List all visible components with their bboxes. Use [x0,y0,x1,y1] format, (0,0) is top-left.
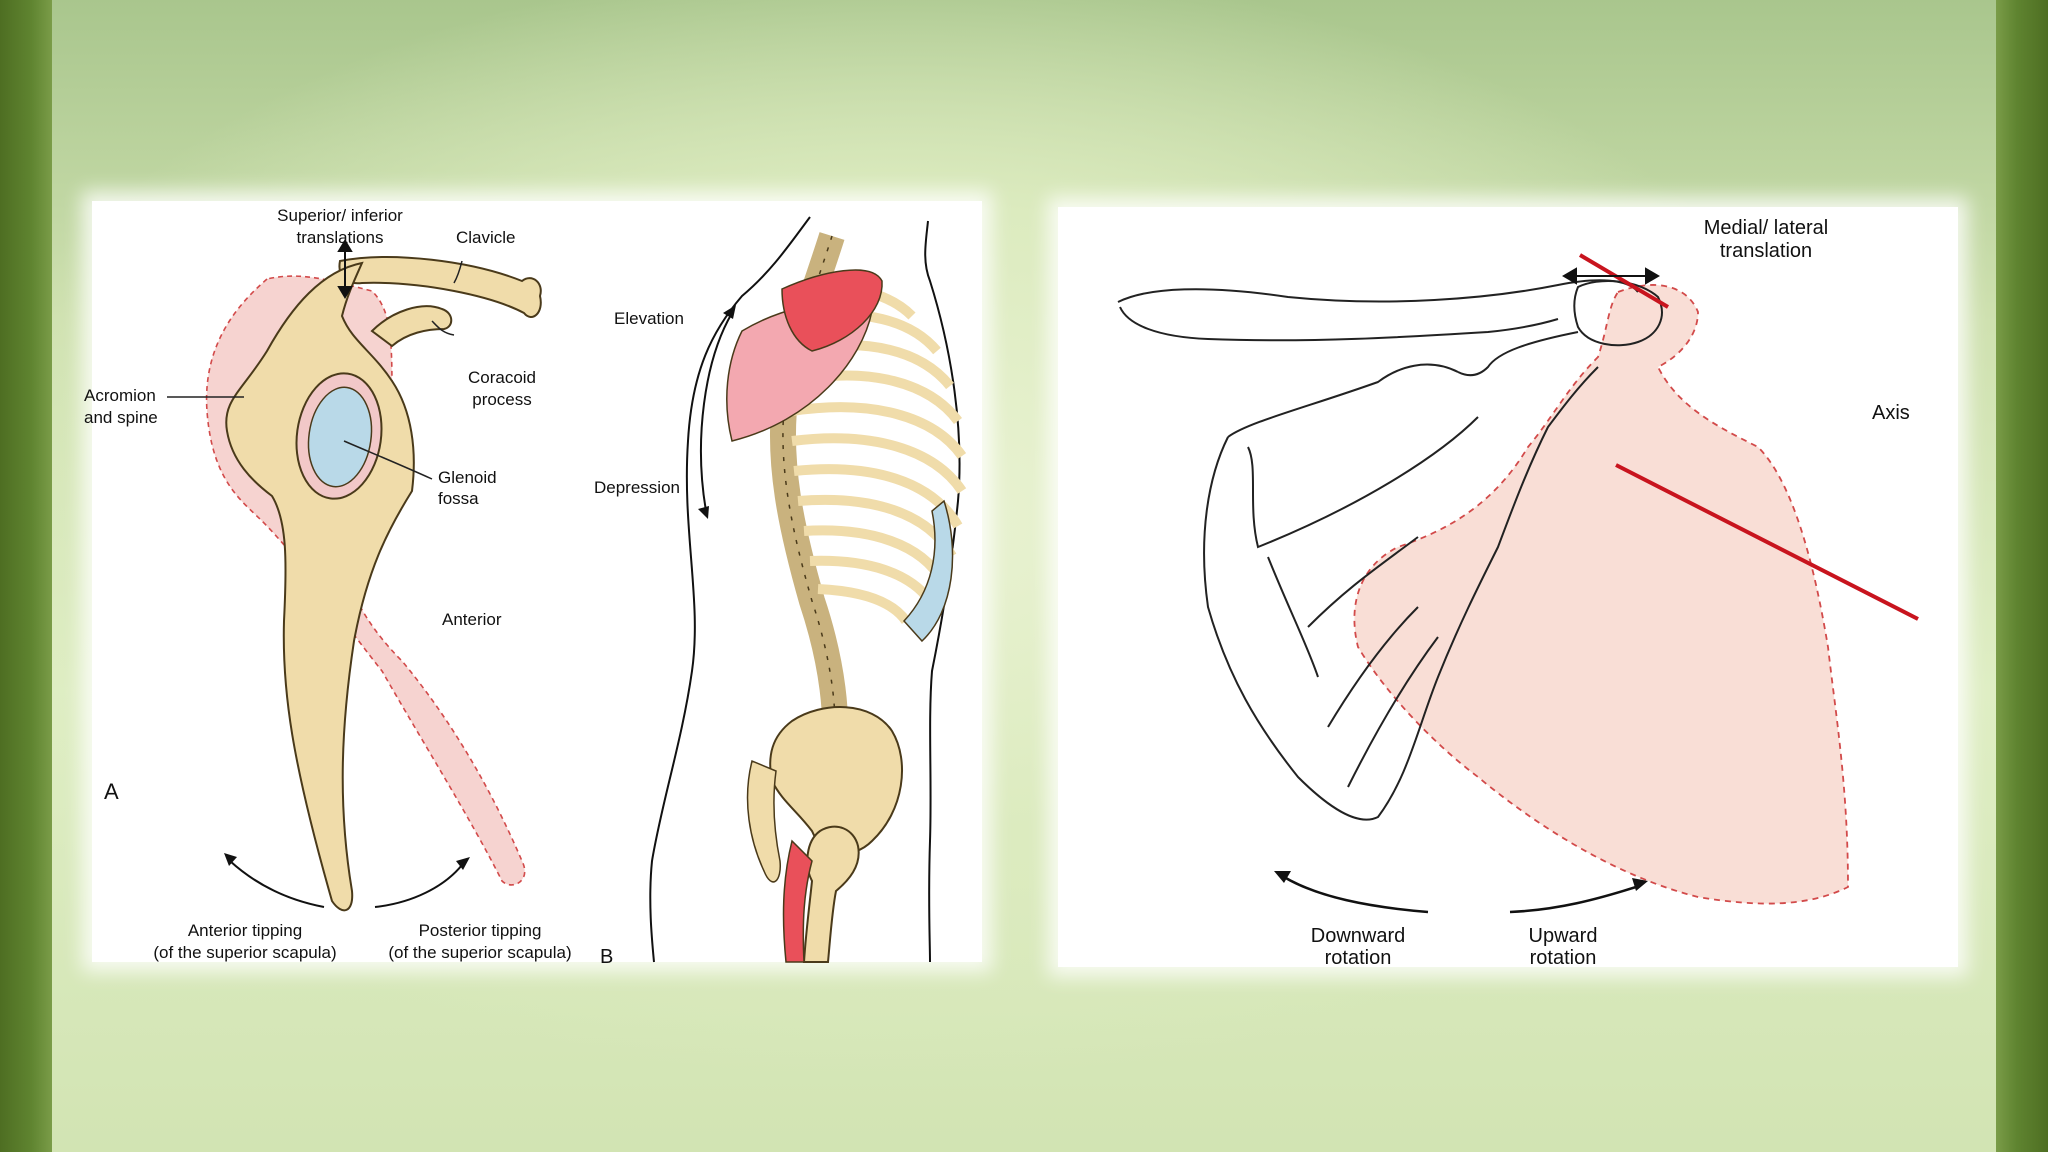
label-panel-a: A [104,779,119,804]
glenoid-fossa [307,386,373,488]
upward-rotation-arrowhead [1632,878,1648,891]
scapula-outline [1117,279,1663,821]
scapula-tipping-panel: Superior/ inferior translations Clavicle… [84,201,982,968]
posterior-tipping-arrow [374,864,463,908]
label-anterior-tipping-2: (of the superior scapula) [153,943,336,962]
left-green-band [0,0,52,1152]
label-superior-inferior-1: Superior/ inferior [277,206,403,225]
label-elevation: Elevation [614,309,684,328]
leader-lines [167,260,463,480]
posterior-tipping-arrowhead [456,857,470,870]
downward-rotation-arrowhead [1274,871,1291,883]
thigh-muscle [782,839,813,963]
label-depression: Depression [594,478,680,497]
label-downward-2: rotation [1325,947,1392,969]
label-acromion-2: and spine [84,408,158,427]
label-panel-b: B [600,946,613,968]
elevation-depression-arrow [700,312,733,512]
label-glenoid-2: fossa [438,489,479,508]
right-green-band [1996,0,2048,1152]
sacrum-bone [746,759,781,883]
coracoid-process-bone [370,305,453,348]
anterior-tipping-arrowhead [224,853,237,866]
label-medial-lateral-2: translation [1720,240,1812,262]
label-anterior: Anterior [442,610,502,629]
body-outline [649,216,811,963]
anterior-tipping-arrow [229,860,325,908]
depression-arrowhead [698,506,709,519]
label-upward-2: rotation [1530,947,1597,969]
scapula-rotation-diagram: Medial/ lateral translation Axis Downwar… [1117,217,1919,969]
label-acromion-1: Acromion [84,386,156,405]
rotation-axis-line-upper [1578,253,1670,309]
label-axis: Axis [1872,402,1910,424]
label-upward-1: Upward [1529,925,1598,947]
upward-rotation-arrow [1509,885,1637,914]
label-coracoid-1: Coracoid [468,368,536,387]
scapula-tipping-diagram: Superior/ inferior translations Clavicle… [84,206,967,968]
label-anterior-tipping-1: Anterior tipping [188,921,302,940]
downward-rotation-arrow [1283,875,1429,914]
medial-lateral-arrow [1562,267,1660,285]
label-medial-lateral-1: Medial/ lateral [1704,217,1829,239]
superior-inferior-arrow [337,239,353,299]
costal-cartilage [902,499,954,643]
label-coracoid-2: process [472,390,532,409]
trapezius-muscle [781,269,883,352]
label-downward-1: Downward [1311,925,1405,947]
rotation-axis-line [1615,463,1919,621]
scapula-rotation-panel: Medial/ lateral translation Axis Downwar… [1058,207,1958,969]
label-posterior-tipping-2: (of the superior scapula) [388,943,571,962]
elevation-arrowhead [723,305,736,319]
spine-outline [782,235,836,762]
scapula-rotated-shadow [1353,284,1849,905]
label-superior-inferior-2: translations [297,228,384,247]
label-glenoid-1: Glenoid [438,468,497,487]
label-posterior-tipping-1: Posterior tipping [419,921,542,940]
label-clavicle: Clavicle [456,228,516,247]
femur-bone [802,825,860,963]
